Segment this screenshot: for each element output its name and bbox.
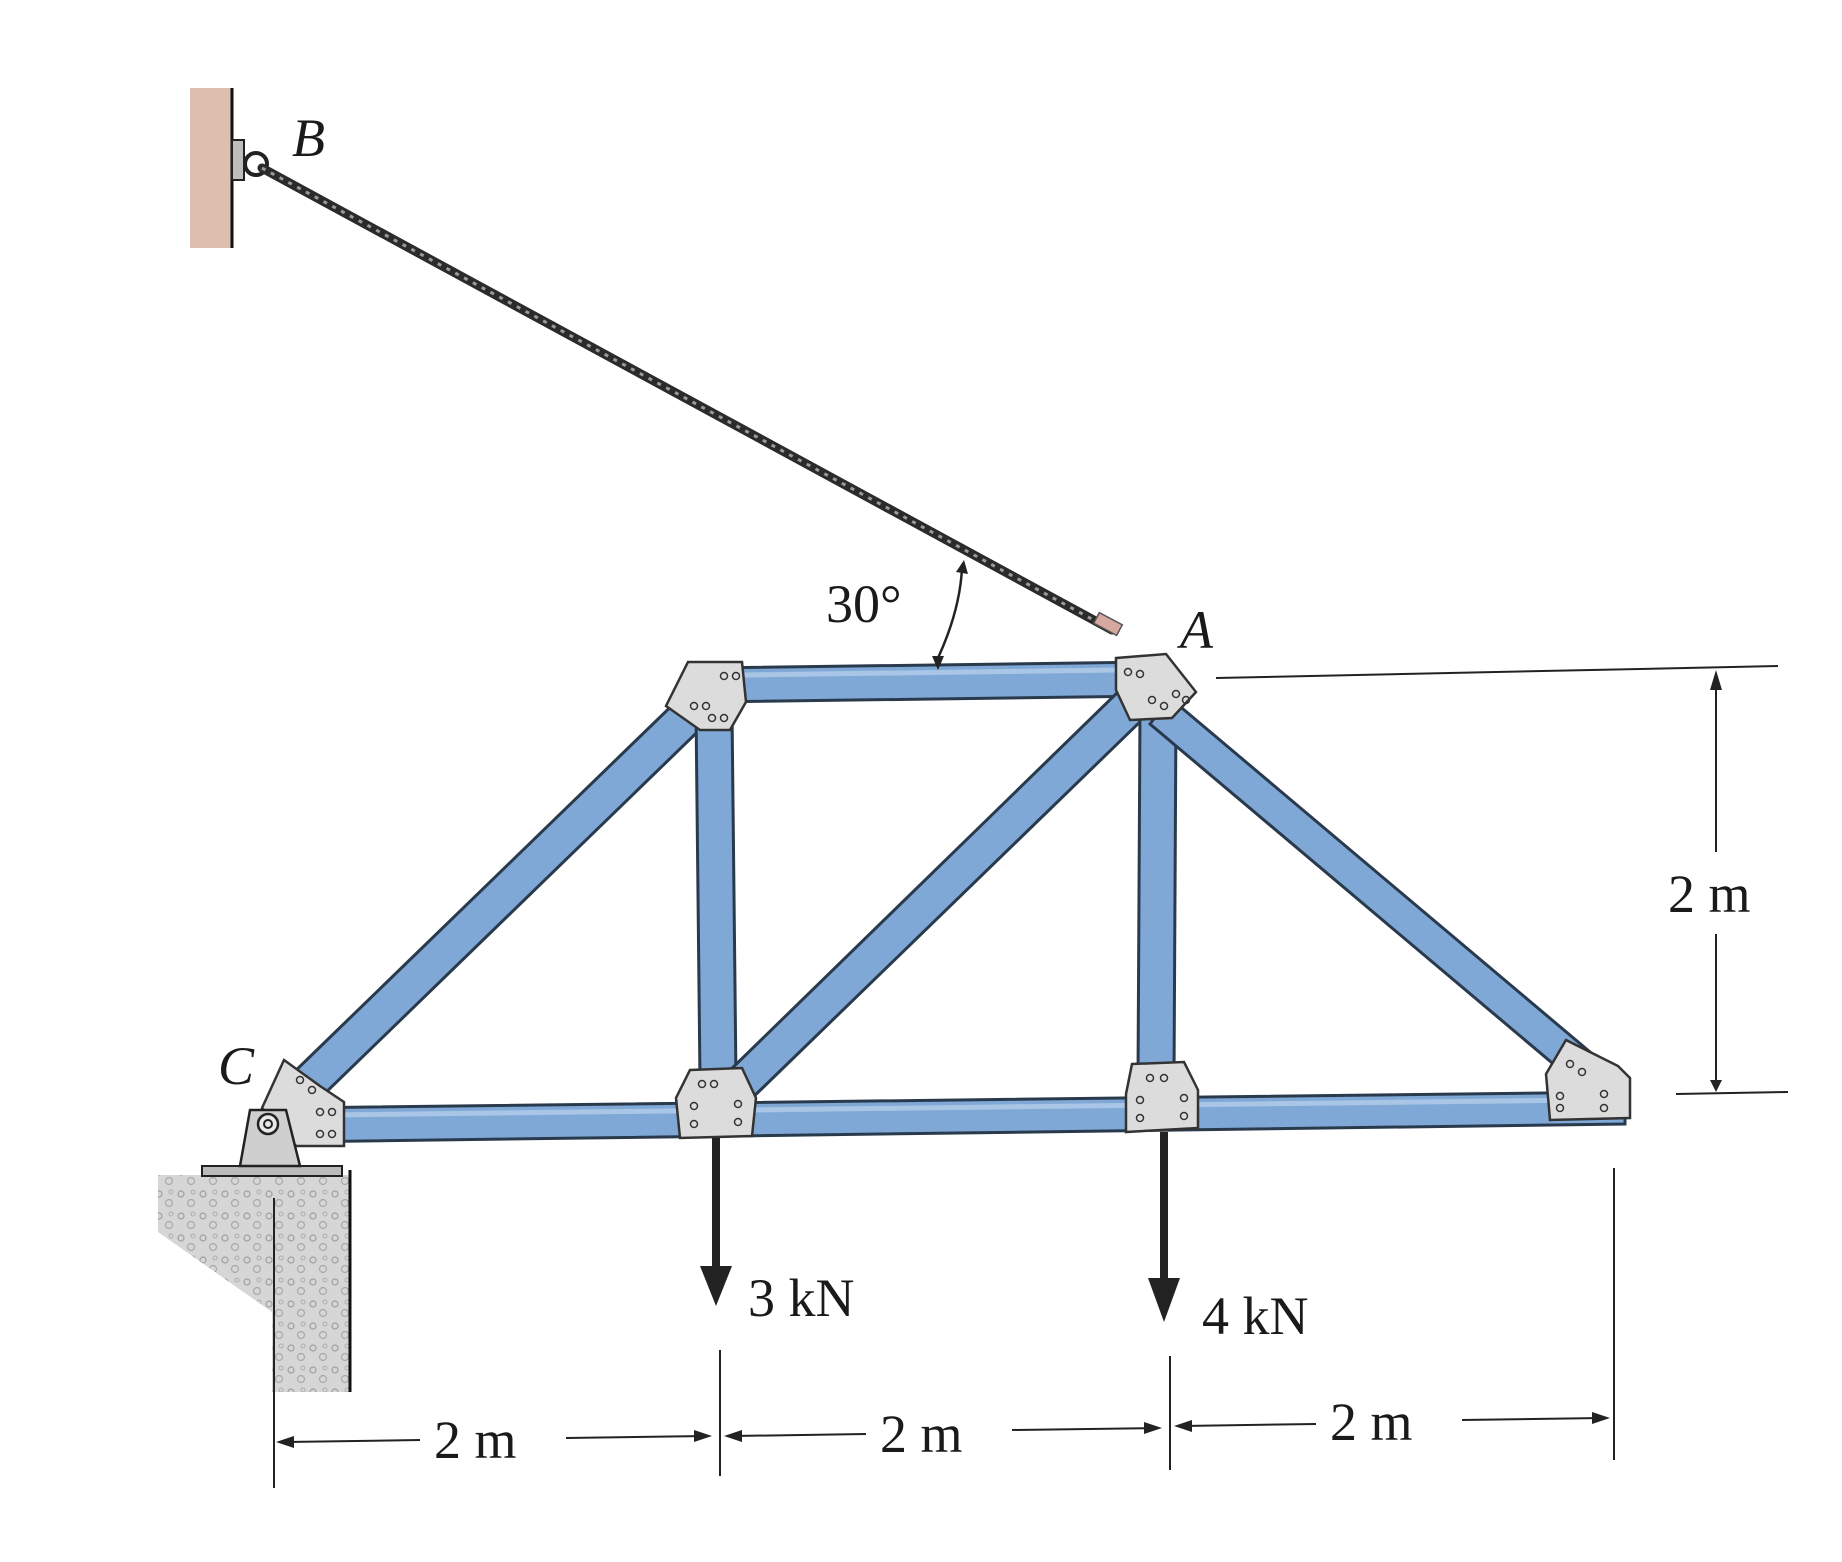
label-point-c: C xyxy=(218,1036,255,1096)
gusset-top-left xyxy=(664,660,748,732)
pin-support-c xyxy=(158,1108,352,1392)
member-c-diagonal xyxy=(285,685,721,1105)
label-load-3kn: 3 kN xyxy=(748,1268,855,1328)
label-point-a: A xyxy=(1177,600,1214,660)
bottom-chord xyxy=(288,1090,1627,1144)
height-dimension xyxy=(1215,665,1789,1095)
gusset-a xyxy=(1114,652,1198,722)
label-span-3: 2 m xyxy=(1330,1392,1413,1452)
member-vertical-left xyxy=(694,708,738,1082)
top-chord xyxy=(708,660,1154,704)
member-middle-diagonal xyxy=(717,687,1149,1107)
label-point-b: B xyxy=(292,108,325,168)
load-arrow-3kn xyxy=(700,1138,732,1306)
gusset-right-end xyxy=(1544,1038,1632,1122)
cable-ab xyxy=(257,163,1124,637)
label-span-1: 2 m xyxy=(434,1410,517,1470)
gusset-bottom-left xyxy=(674,1066,758,1140)
gusset-bottom-right xyxy=(1124,1060,1200,1134)
label-height: 2 m xyxy=(1668,864,1751,924)
label-angle: 30° xyxy=(826,574,902,634)
load-arrow-4kn xyxy=(1148,1132,1180,1322)
angle-indicator xyxy=(932,560,968,670)
member-right-diagonal xyxy=(1147,695,1593,1081)
span-dimensions xyxy=(273,1168,1615,1488)
truss-members xyxy=(285,660,1627,1144)
label-load-4kn: 4 kN xyxy=(1202,1286,1309,1346)
wall-support-b xyxy=(190,88,269,248)
gusset-plates xyxy=(260,652,1632,1148)
label-span-2: 2 m xyxy=(880,1404,963,1464)
member-vertical-right xyxy=(1136,708,1178,1080)
